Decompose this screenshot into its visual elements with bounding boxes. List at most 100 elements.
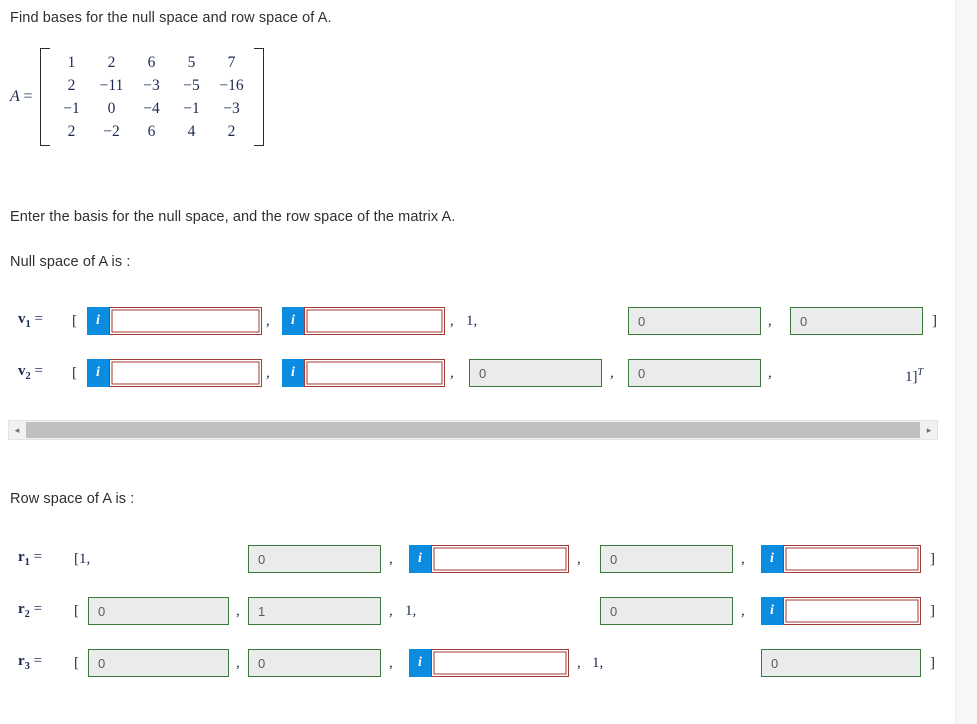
- r2-open-bracket: [: [74, 603, 79, 619]
- v2-comma-4: ,: [768, 365, 772, 381]
- worksheet-page: Find bases for the null space and row sp…: [0, 10, 955, 680]
- info-i-icon[interactable]: i: [761, 545, 783, 573]
- r2-readonly-1: 0: [88, 597, 229, 625]
- matrix-cell: 6: [147, 54, 156, 71]
- v1-input-2-box[interactable]: [304, 307, 445, 335]
- matrix-cell: −4: [143, 100, 160, 117]
- matrix-cell: −1: [63, 100, 80, 117]
- r3-open-bracket: [: [74, 655, 79, 671]
- vector-label-r2: r2 =: [18, 601, 43, 620]
- info-i-icon[interactable]: i: [87, 307, 109, 335]
- vector-label-r1: r1 =: [18, 549, 43, 568]
- r3-static-1: 1,: [592, 655, 604, 671]
- null-space-vector-v2: v2 = [ i , i , 0 , 0 , 1]T: [0, 356, 955, 390]
- matrix-bracket-left: [39, 48, 50, 146]
- null-space-heading: Null space of A is :: [10, 254, 131, 270]
- r3-comma-2: ,: [389, 655, 393, 671]
- v2-input-1-box[interactable]: [109, 359, 262, 387]
- matrix-cell: 6: [147, 123, 156, 140]
- r1-comma-1: ,: [389, 551, 393, 567]
- matrix-cell: −16: [219, 77, 244, 94]
- v1-input-1[interactable]: i: [87, 307, 262, 335]
- v2-input-2[interactable]: i: [282, 359, 445, 387]
- info-i-icon[interactable]: i: [409, 545, 431, 573]
- row-space-vector-r1: r1 = [1, 0 , i , 0 , i ]: [0, 542, 955, 576]
- matrix-cell: 2: [227, 123, 236, 140]
- row-space-heading: Row space of A is :: [10, 491, 135, 507]
- info-i-icon[interactable]: i: [761, 597, 783, 625]
- vector-label-r3: r3 =: [18, 653, 43, 672]
- v2-comma-2: ,: [450, 365, 454, 381]
- r3-comma-3: ,: [577, 655, 581, 671]
- v2-open-bracket: [: [72, 365, 77, 381]
- v1-readonly-2: 0: [790, 307, 923, 335]
- r1-readonly-1: 0: [248, 545, 381, 573]
- r2-close-bracket: ]: [930, 603, 935, 619]
- matrix-cell: −3: [223, 100, 240, 117]
- v1-comma-2: ,: [450, 313, 454, 329]
- r1-input-2[interactable]: i: [761, 545, 921, 573]
- r3-comma-1: ,: [236, 655, 240, 671]
- v1-close-bracket: ]: [932, 313, 937, 329]
- matrix-cell: 2: [67, 77, 76, 94]
- v1-readonly-1: 0: [628, 307, 761, 335]
- matrix-cell: −2: [103, 123, 120, 140]
- info-i-icon[interactable]: i: [282, 307, 304, 335]
- v1-input-2[interactable]: i: [282, 307, 445, 335]
- instruction-text: Enter the basis for the null space, and …: [10, 209, 456, 225]
- page-title: Find bases for the null space and row sp…: [10, 10, 332, 26]
- v1-comma-3: ,: [768, 313, 772, 329]
- scroll-right-arrow-icon[interactable]: ▸: [921, 421, 937, 439]
- r1-close-bracket: ]: [930, 551, 935, 567]
- info-i-icon[interactable]: i: [282, 359, 304, 387]
- r1-input-1[interactable]: i: [409, 545, 569, 573]
- vector-label-v1: v1 =: [18, 311, 43, 330]
- v1-input-1-box[interactable]: [109, 307, 262, 335]
- v2-input-1[interactable]: i: [87, 359, 262, 387]
- v2-close-transpose: 1]T: [905, 367, 924, 385]
- r1-comma-3: ,: [741, 551, 745, 567]
- r1-input-1-box[interactable]: [431, 545, 569, 573]
- matrix-bracket-right: [253, 48, 264, 146]
- r3-input-1[interactable]: i: [409, 649, 569, 677]
- r2-readonly-3: 0: [600, 597, 733, 625]
- matrix-cell: 2: [67, 123, 76, 140]
- row-space-vector-r3: r3 = [ 0 , 0 , i , 1, 0 ]: [0, 646, 955, 680]
- v1-open-bracket: [: [72, 313, 77, 329]
- null-space-vector-v1: v1 = [ i , i , 1, 0 , 0 ]: [0, 304, 955, 338]
- r2-input-1-box[interactable]: [783, 597, 921, 625]
- v2-input-2-box[interactable]: [304, 359, 445, 387]
- matrix-grid: 1 2 6 5 7 2 −11 −3 −5 −16 −1 0 −4 −1 −3 …: [50, 48, 254, 146]
- matrix-label-letter: A: [10, 88, 20, 105]
- v2-readonly-1: 0: [469, 359, 602, 387]
- matrix-cell: 0: [107, 100, 116, 117]
- v2-readonly-2: 0: [628, 359, 761, 387]
- r2-readonly-2: 1: [248, 597, 381, 625]
- r3-readonly-1: 0: [88, 649, 229, 677]
- matrix-equals: =: [23, 88, 33, 105]
- r1-input-2-box[interactable]: [783, 545, 921, 573]
- vector-label-v2: v2 =: [18, 363, 43, 382]
- scrollbar-thumb[interactable]: [26, 422, 920, 438]
- matrix-cell: 5: [187, 54, 196, 71]
- horizontal-scrollbar[interactable]: ◂ ▸: [8, 420, 938, 440]
- info-i-icon[interactable]: i: [87, 359, 109, 387]
- v2-comma-1: ,: [266, 365, 270, 381]
- matrix-cell: −1: [183, 100, 200, 117]
- r2-input-1[interactable]: i: [761, 597, 921, 625]
- matrix-label: A =: [10, 89, 33, 105]
- v1-static-1: 1,: [466, 313, 478, 329]
- r3-readonly-3: 0: [761, 649, 921, 677]
- r2-static-1: 1,: [405, 603, 417, 619]
- matrix-a: A = 1 2 6 5 7 2 −11 −3 −5 −16 −1 0 −4 −1…: [10, 48, 264, 146]
- r2-comma-2: ,: [389, 603, 393, 619]
- v2-comma-3: ,: [610, 365, 614, 381]
- info-i-icon[interactable]: i: [409, 649, 431, 677]
- r3-input-1-box[interactable]: [431, 649, 569, 677]
- matrix-cell: 7: [227, 54, 236, 71]
- r1-open-bracket: [1,: [74, 551, 91, 567]
- matrix-cell: −11: [99, 77, 124, 94]
- scroll-left-arrow-icon[interactable]: ◂: [9, 421, 25, 439]
- r3-close-bracket: ]: [930, 655, 935, 671]
- page-right-gutter: [955, 0, 977, 724]
